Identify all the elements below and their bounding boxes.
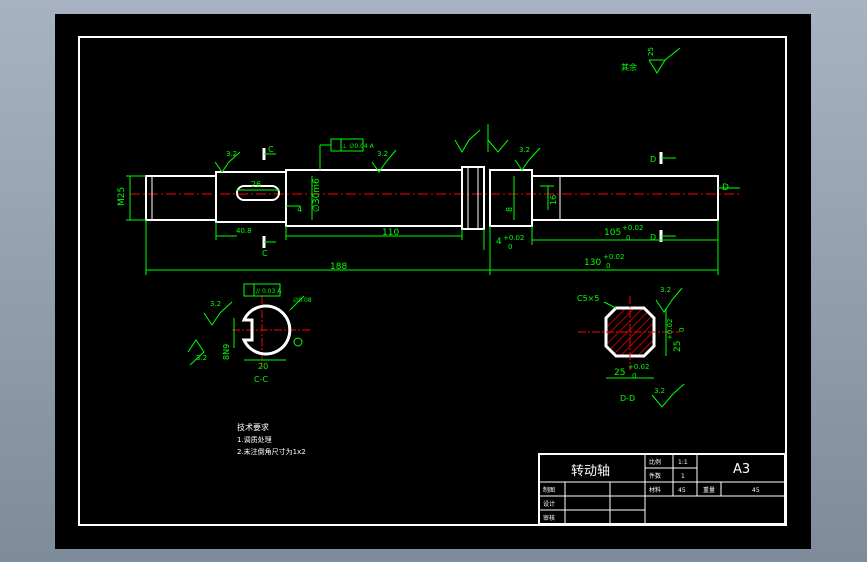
cc-width: 20: [258, 362, 268, 371]
dd-width: 25: [614, 368, 625, 378]
dd-title: D-D: [620, 394, 635, 403]
dd-height-tol: +0.02: [666, 319, 674, 340]
drawing-sheet: [55, 14, 811, 549]
mat-label: 材料: [649, 486, 661, 494]
general-roughness-label: 其余: [621, 62, 637, 72]
dim-105: 105: [604, 228, 621, 238]
title-block: [538, 453, 786, 525]
roughness-3: 3.2: [519, 146, 530, 154]
roughness-2: 3.2: [377, 150, 388, 158]
section-d-bottom: D: [650, 233, 656, 242]
section-cc-view: [232, 283, 312, 368]
shaft-main-view: [145, 166, 719, 230]
dim-key-width: 26: [251, 180, 261, 189]
dd-width-tol2: 0: [632, 372, 636, 380]
roughness-symbols: [187, 124, 685, 408]
dim-105-tol: +0.02: [622, 224, 643, 232]
dim-188: 188: [330, 262, 347, 272]
checked-label: 审核: [543, 514, 555, 522]
drawing-border: [78, 36, 787, 526]
qty-value: 1: [681, 473, 685, 480]
cc-diameter: ∅0.08: [293, 297, 312, 304]
section-c-top: C: [268, 145, 274, 154]
weight-value: 45: [752, 487, 760, 494]
dim-105-tol2: 0: [626, 234, 630, 242]
dim-130-tol2: 0: [606, 262, 610, 270]
dd-chamfer: C5×5: [577, 294, 599, 303]
scale-value: 1:1: [678, 459, 688, 466]
notes-line-1: 1.调质处理: [237, 435, 272, 444]
general-roughness-value: 25: [647, 47, 655, 56]
mat-value: 45: [678, 487, 686, 494]
scale-label: 比例: [649, 458, 661, 466]
dd-height-tol2: 0: [678, 328, 686, 332]
dim-end-mark: D: [722, 183, 729, 193]
section-dd-view: [578, 296, 680, 379]
general-roughness-note: [648, 47, 681, 74]
dim-4-tol: +0.02: [503, 234, 524, 242]
tolerance-frame-text: ⊥ ∅0.04 A: [342, 143, 375, 150]
section-arrows: [264, 153, 676, 243]
qty-label: 件数: [649, 472, 661, 480]
weight-label: 重量: [703, 486, 715, 494]
dim-130-tol: +0.02: [603, 253, 624, 261]
dim-4: 4: [496, 237, 502, 247]
roughness-4: 3.2: [210, 300, 221, 308]
notes-title: 技术要求: [237, 422, 269, 432]
cc-title: C-C: [254, 375, 268, 384]
section-c-bottom: C: [262, 249, 268, 258]
dim-sq-mark: 8: [505, 207, 514, 212]
roughness-7: 3.2: [654, 387, 665, 395]
designed-label: 设计: [543, 500, 555, 508]
dim-thread: M25: [117, 187, 127, 206]
dd-height: 25: [673, 341, 683, 352]
drawn-label: 制图: [543, 486, 555, 494]
part-name: 转动轴: [571, 464, 610, 479]
notes-line-2: 2.未注倒角尺寸为1x2: [237, 447, 306, 456]
section-d-top: D: [650, 155, 656, 164]
cc-depth: 8N9: [222, 344, 231, 360]
dim-sq-mark2: 16: [549, 195, 558, 205]
geometric-tolerance-frame: [319, 138, 364, 170]
dim-4-tol2: 0: [508, 243, 512, 251]
roughness-1: 3.2: [226, 150, 237, 158]
dim-journal: ∅30m6: [312, 178, 322, 212]
main-view-dimensions: [126, 175, 740, 275]
drawing-number: A3: [733, 462, 750, 477]
cc-tolerance: // 0.03 A: [256, 288, 282, 295]
dim-130: 130: [584, 258, 601, 268]
dd-width-tol: +0.02: [628, 363, 649, 371]
dim-shoulder: 4: [297, 205, 302, 214]
roughness-5: 3.2: [196, 354, 207, 362]
roughness-6: 3.2: [660, 286, 671, 294]
dim-key-len: 40.8: [236, 227, 252, 235]
dim-110: 110: [382, 228, 399, 238]
